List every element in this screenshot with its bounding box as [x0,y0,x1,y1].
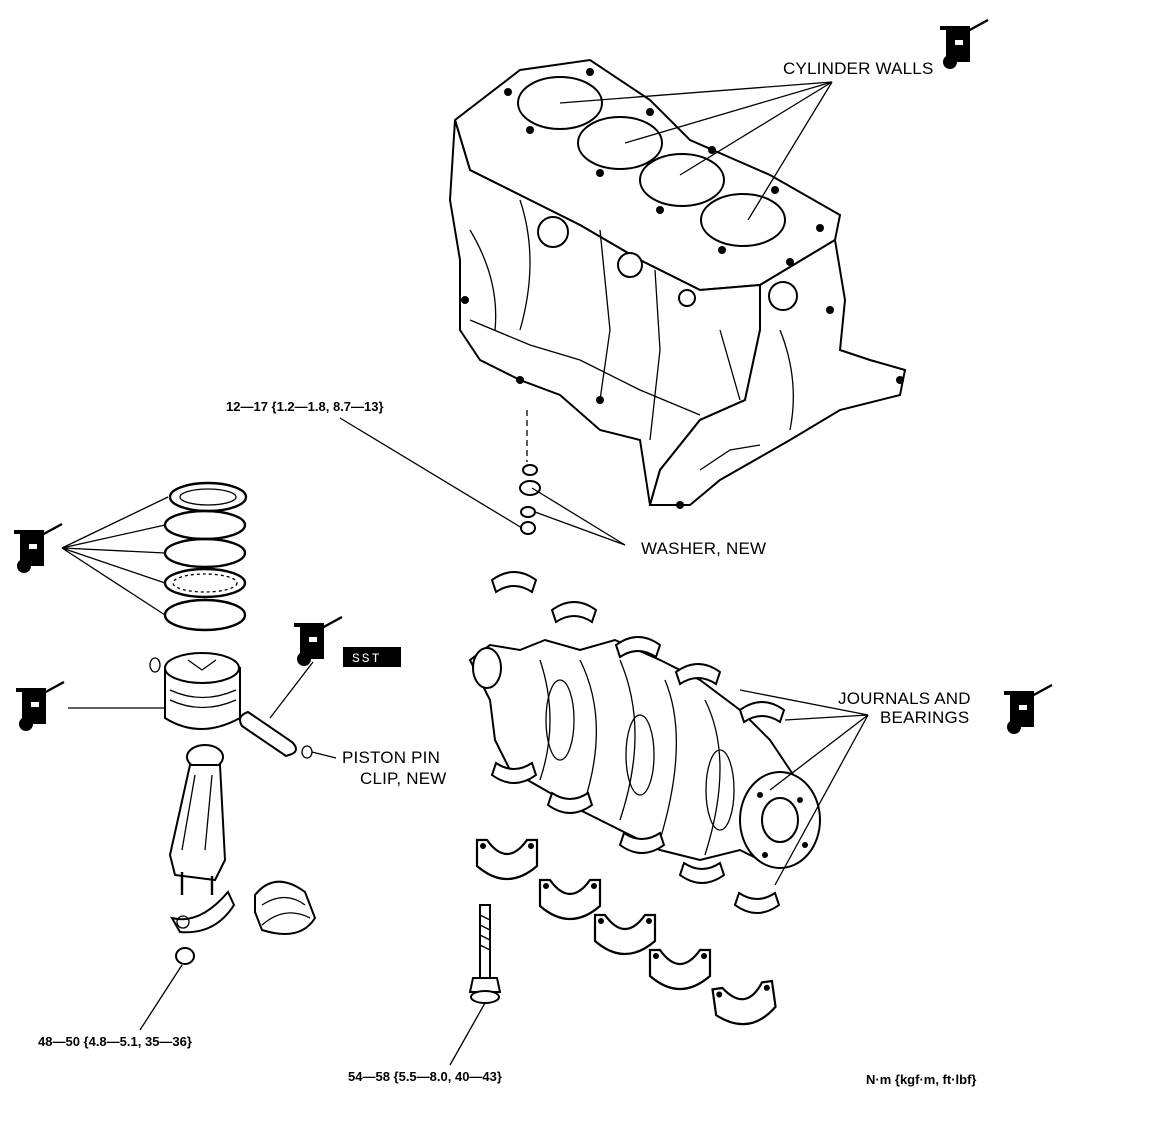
torque-units-legend: N·m {kgf·m, ft·lbf} [866,1072,977,1087]
main-bolt-torque: 54—58 {5.5—8.0, 40—43} [348,1069,502,1084]
conrod-nut-torque: 48—50 {4.8—5.1, 35—36} [38,1034,192,1049]
washer-new-label: WASHER, NEW [641,539,766,558]
connecting-rod [168,744,227,895]
journals-label-line1: JOURNALS AND [838,689,971,708]
sst-label: SST [352,651,381,666]
piston [68,652,241,730]
oil-can-icon [292,615,344,668]
crankshaft [468,638,821,869]
rod-cap [169,890,236,965]
piston-pin-label-line2: CLIP, NEW [360,769,447,788]
main-bolt [449,904,502,1066]
main-bearing-caps [475,838,779,1030]
piston-pin [239,661,337,759]
oil-can-icon [1002,683,1054,736]
journals-label-line2: BEARINGS [880,708,969,727]
journals-leaders [739,689,869,886]
oil-can-icon [938,18,990,71]
cylinder-walls-leaders [559,81,833,221]
ring-leaders [61,496,169,616]
rod-bearing [254,880,317,935]
drain-plug-washers [519,410,541,535]
cylinder-walls-label: CYLINDER WALLS [783,59,934,78]
oil-can-icon [14,680,66,733]
sst-badge: SST [343,647,401,667]
piston-rings [163,481,248,632]
cylinder-block [448,58,907,509]
block-plug-torque: 12—17 {1.2—1.8, 8.7—13} [226,399,384,414]
piston-pin-label-line1: PISTON PIN [342,748,440,767]
oil-can-icon [12,522,64,575]
